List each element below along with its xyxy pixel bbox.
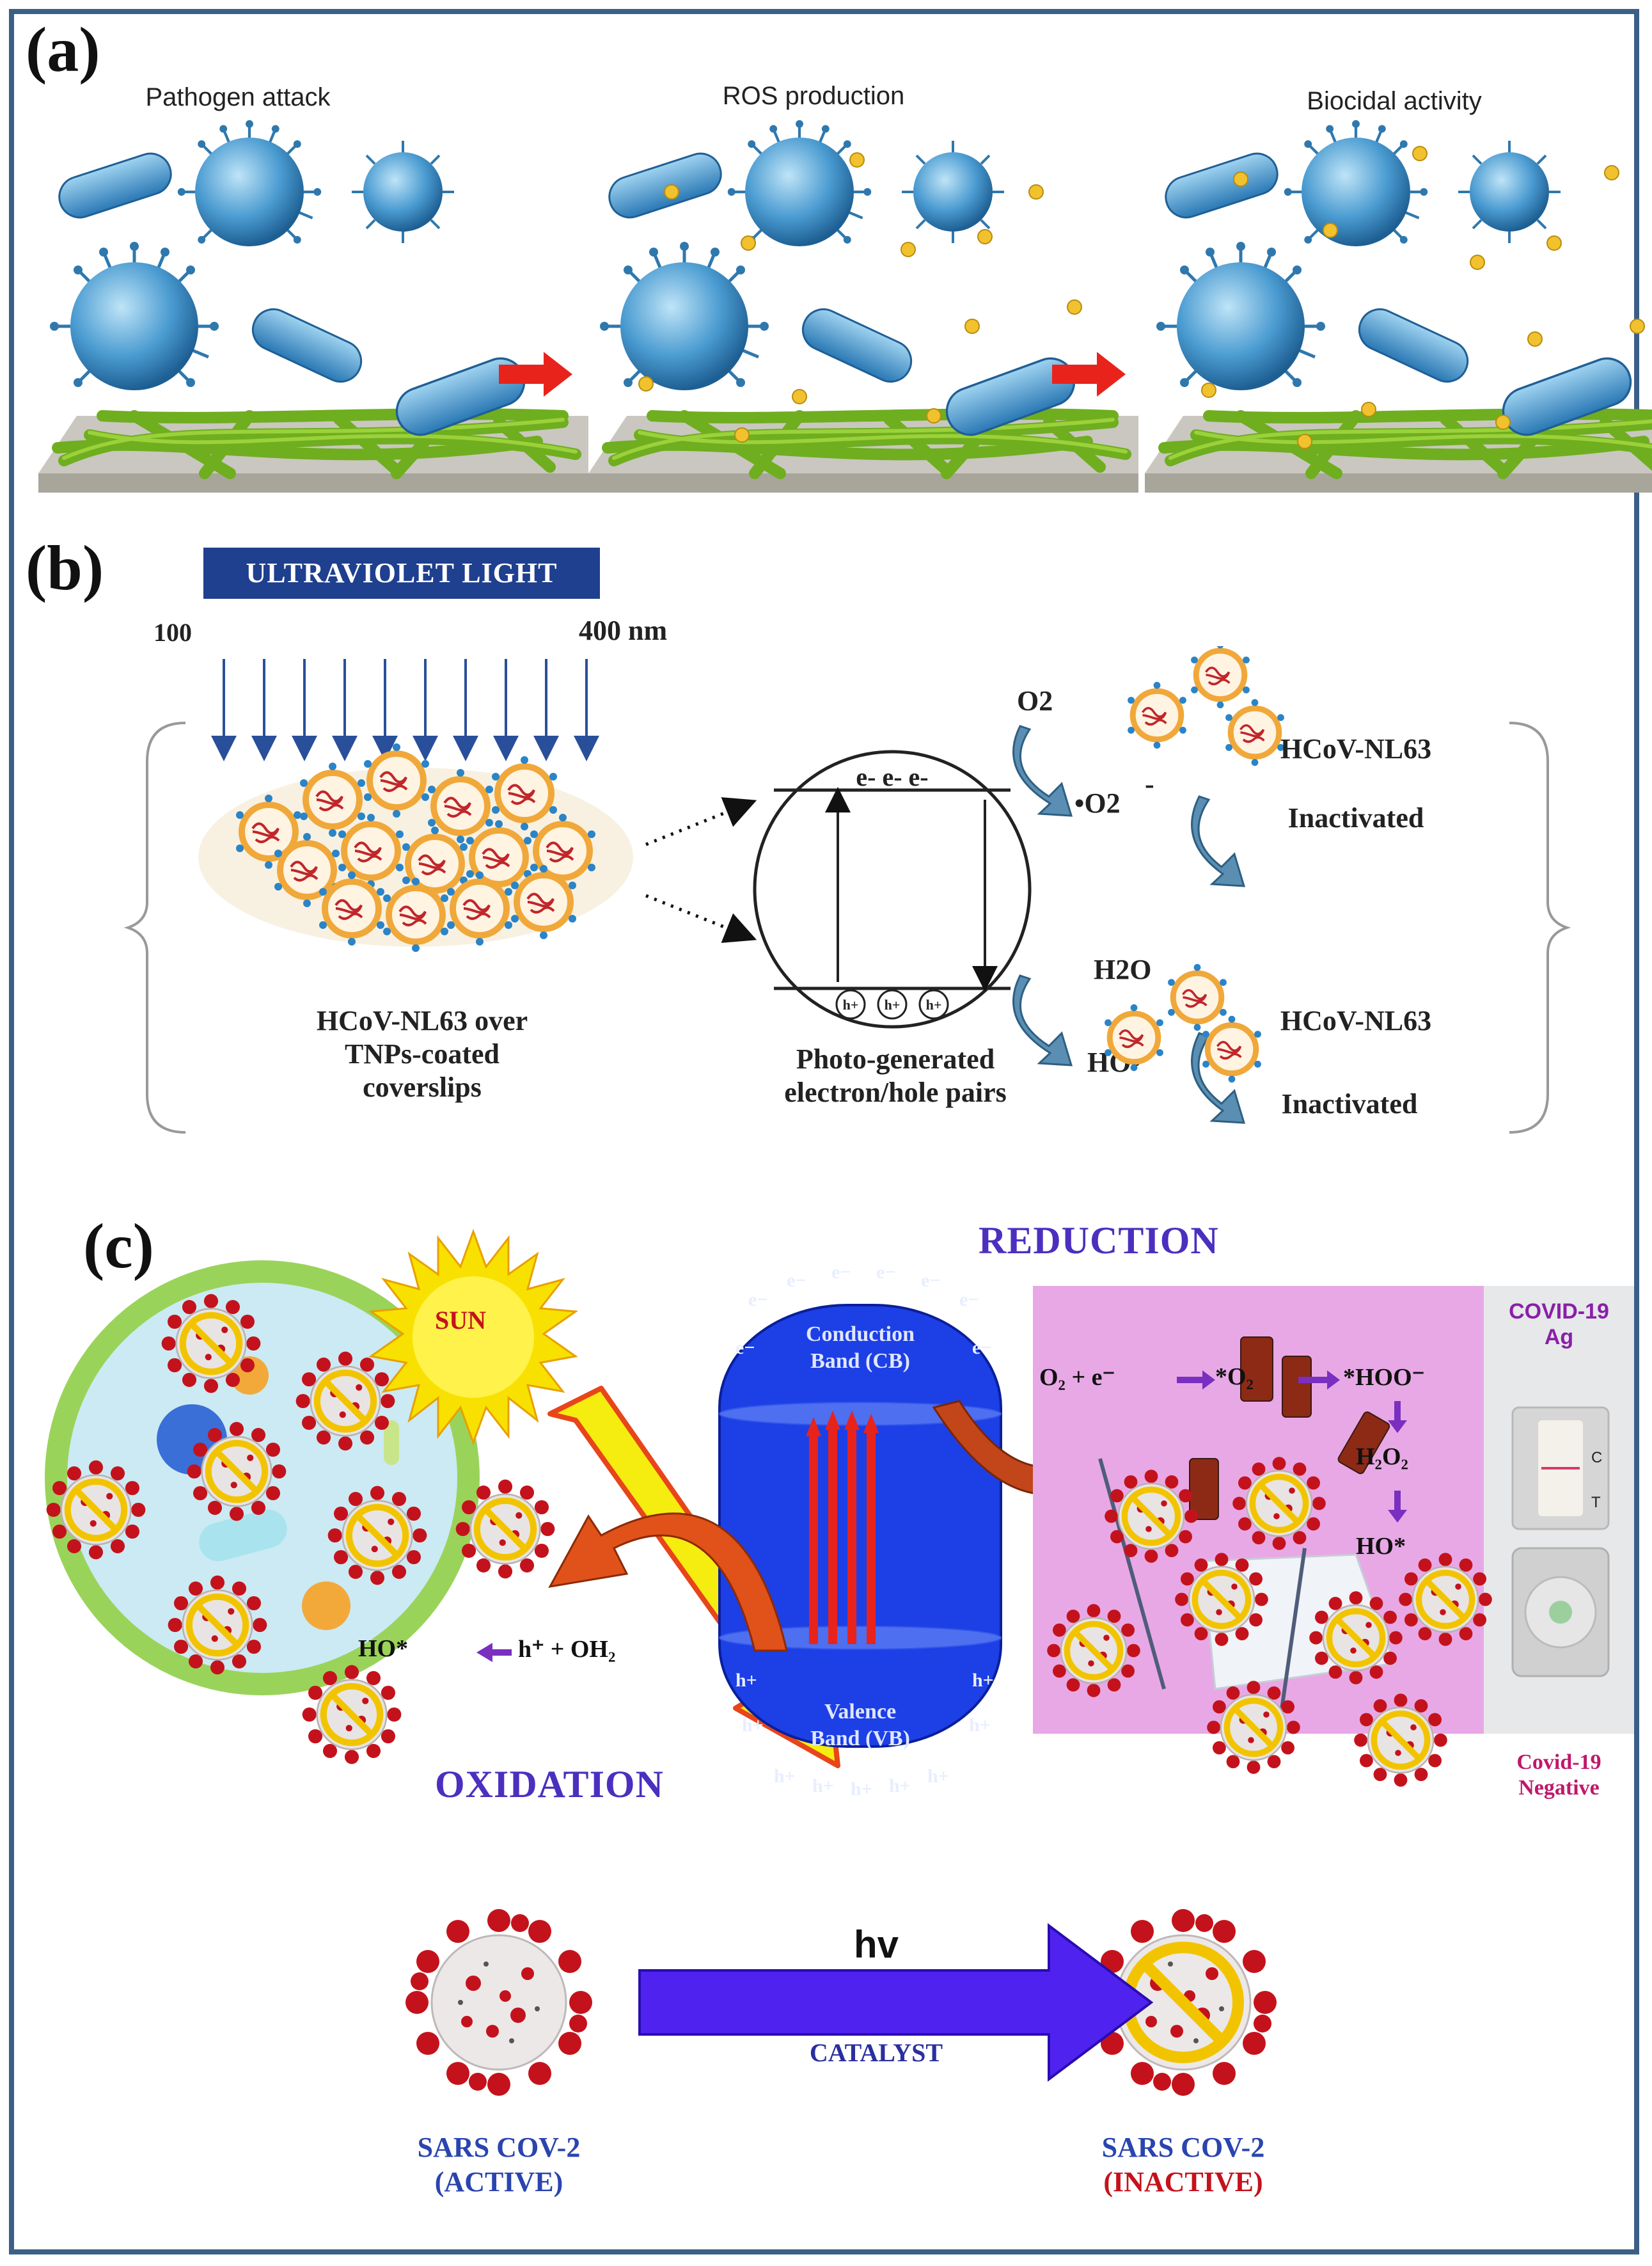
- superoxide-label: •O2: [1074, 788, 1121, 819]
- active-caption: SARS COV-2 (ACTIVE): [417, 2132, 581, 2198]
- ho-star-left: HO*: [358, 1635, 409, 1662]
- ho-star-right: HO*: [1356, 1533, 1406, 1560]
- hv-label: hv: [853, 1923, 899, 1966]
- band-caption: Photo-generated electron/hole pairs: [784, 1043, 1007, 1108]
- virus-label-bottom: HCoV-NL63: [1280, 1005, 1431, 1036]
- hole-c-7: h+: [851, 1779, 872, 1800]
- superoxide-charge: -: [1145, 768, 1154, 800]
- hole-c-6: h+: [812, 1775, 834, 1796]
- catalyst-arrow: [638, 1923, 1154, 2082]
- panel-a-letter: (a): [26, 14, 100, 85]
- electron-5: e−: [921, 1270, 941, 1291]
- cb-label: Conduction Band (CB): [805, 1322, 915, 1373]
- inactivated-bottom: Inactivated: [1282, 1088, 1418, 1120]
- test-kit-title: COVID-19 Ag: [1509, 1299, 1609, 1349]
- figure-frame: [9, 9, 1639, 2254]
- electron-8: e−: [972, 1337, 992, 1358]
- stage-label-2: ROS production: [722, 82, 905, 110]
- hole-c-4: h+: [969, 1715, 991, 1736]
- electron-1: e−: [748, 1289, 768, 1310]
- oxidation-label: OXIDATION: [435, 1763, 664, 1805]
- hole-2: h+: [885, 997, 901, 1013]
- wavelength-start: 100: [153, 618, 192, 647]
- hydroperoxyl: *HOO⁻: [1343, 1364, 1425, 1391]
- test-result: Covid-19 Negative: [1516, 1750, 1601, 1800]
- coverslip-caption: HCoV-NL63 over TNPs-coated coverslips: [316, 1005, 528, 1103]
- hole-3: h+: [926, 997, 942, 1013]
- hole-c-3: h+: [742, 1715, 764, 1736]
- hole-c-9: h+: [927, 1766, 949, 1787]
- virus-label-top: HCoV-NL63: [1280, 733, 1431, 765]
- panel-a-illustration: [0, 115, 1652, 512]
- catalyst-label: CATALYST: [809, 2038, 943, 2067]
- panel-b-illustration: e- e- e- h+ h+ h+ O2 •O2 - H2O HO• HCoV-…: [123, 646, 1571, 1134]
- band-electrons: e- e- e-: [856, 763, 928, 791]
- o2-plus-e: O₂ + e⁻: [1039, 1364, 1115, 1391]
- hole-c-2: h+: [972, 1670, 994, 1691]
- panel-c-letter: (c): [83, 1210, 154, 1281]
- stage-label-1: Pathogen attack: [145, 83, 331, 111]
- panel-b-letter: (b): [26, 532, 104, 603]
- uv-light-banner: ULTRAVIOLET LIGHT: [203, 548, 600, 599]
- vb-label: Valence Band (VB): [810, 1700, 910, 1750]
- sun-label: SUN: [434, 1306, 487, 1335]
- reduction-label: REDUCTION: [979, 1219, 1219, 1262]
- stage-arrow-2: [1052, 352, 1126, 397]
- hole-1: h+: [843, 997, 859, 1013]
- h2o2-label: H₂O₂: [1356, 1443, 1408, 1470]
- o2-label: O2: [1017, 685, 1053, 717]
- hole-hydroxide: h⁺ + OH₂: [518, 1636, 616, 1663]
- stage-arrow-1: [499, 352, 572, 397]
- panel-c-illustration: [0, 1228, 1634, 1830]
- wavelength-end: 400 nm: [579, 615, 668, 646]
- h2o-label: H2O: [1094, 954, 1151, 985]
- hole-c-5: h+: [774, 1766, 796, 1787]
- sun-icon: [368, 1228, 579, 1446]
- test-mark-t: T: [1591, 1494, 1601, 1511]
- inactivated-top: Inactivated: [1288, 802, 1424, 834]
- electron-6: e−: [959, 1289, 979, 1310]
- hole-c-1: h+: [736, 1670, 757, 1691]
- electron-2: e−: [787, 1270, 806, 1291]
- electron-4: e−: [876, 1262, 896, 1283]
- stage-label-3: Biocidal activity: [1307, 87, 1482, 115]
- electron-3: e−: [831, 1262, 851, 1283]
- electron-7: e−: [736, 1337, 755, 1358]
- hole-c-8: h+: [889, 1775, 911, 1796]
- virus-active-icon: [404, 1908, 594, 2097]
- test-mark-c: C: [1591, 1449, 1603, 1466]
- bottom-scheme: [404, 1908, 1278, 2097]
- inactive-caption: SARS COV-2 (INACTIVE): [1101, 2132, 1265, 2198]
- superoxide-radical: *O₂: [1215, 1363, 1254, 1390]
